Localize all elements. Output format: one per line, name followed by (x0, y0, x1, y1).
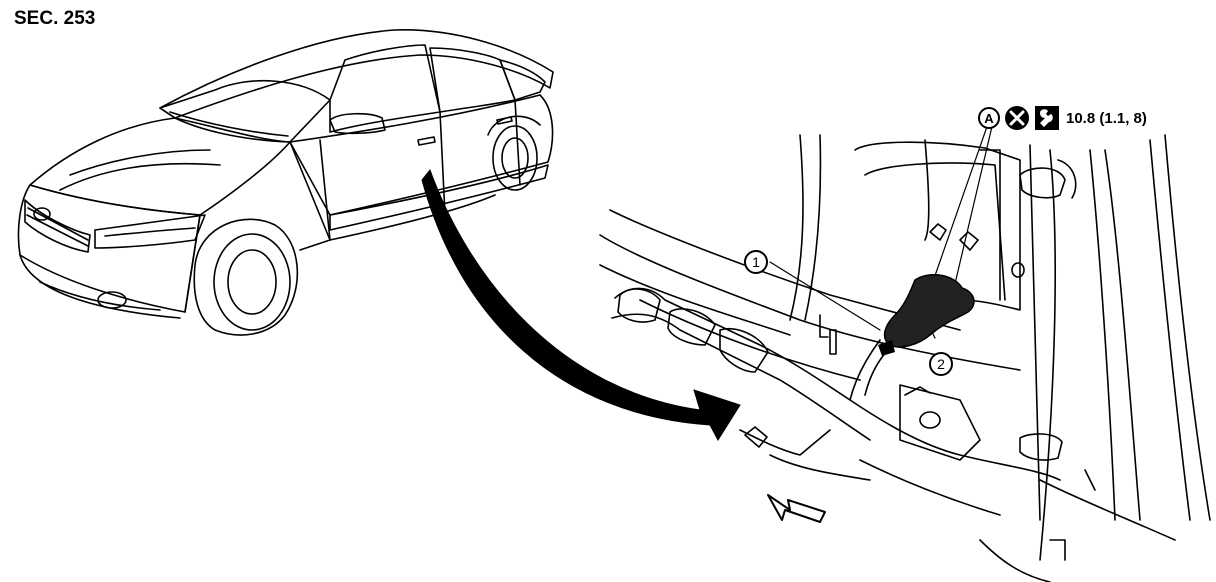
callout-part-1: 1 (744, 250, 768, 274)
car-illustration (17, 29, 554, 336)
torque-value: 10.8 (1.1, 8) (1066, 109, 1147, 127)
do-not-reuse-icon (1005, 106, 1029, 130)
ref-a-badge: A (978, 107, 1000, 129)
callout-part-2: 2 (929, 352, 953, 376)
torque-wrench-icon (1035, 106, 1059, 130)
detail-illustration (599, 117, 1211, 582)
pointer-arrow (421, 168, 741, 441)
section-label: SEC. 253 (14, 8, 96, 29)
ground-terminal (883, 273, 975, 348)
torque-spec: A 10.8 (1.1, 8) (978, 104, 1147, 132)
